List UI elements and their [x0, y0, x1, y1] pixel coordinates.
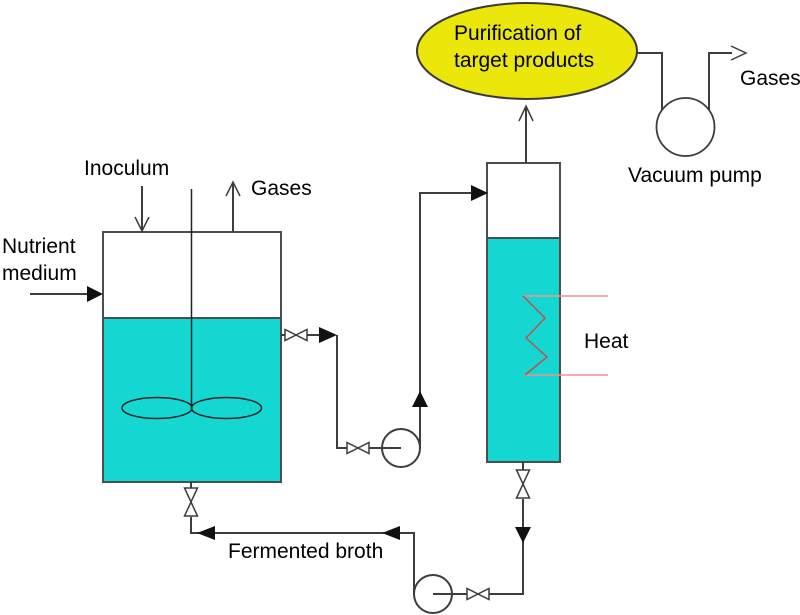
- column-liquid: [486, 237, 561, 463]
- pipe-broth-return: [190, 482, 415, 594]
- valve-transfer-pump-inlet: [346, 441, 370, 455]
- pipe-fermenter-to-pump: [281, 334, 347, 449]
- arrow-broth-left-end: [197, 526, 215, 540]
- arrow-broth-left-mid: [382, 526, 400, 540]
- arrow-bottoms-down: [515, 527, 531, 543]
- fermenter-gases-label: Gases: [251, 177, 312, 200]
- valve-bottoms-pump-outlet: [466, 587, 490, 601]
- impeller-right-blade: [190, 396, 263, 420]
- purification-node: [416, 2, 638, 100]
- heat-coil: [522, 295, 549, 376]
- arrow-riser-up: [412, 391, 428, 407]
- arrow-to-purification: [518, 104, 534, 122]
- valve-fermenter-outlet: [284, 328, 308, 342]
- arrow-fermenter-outlet: [319, 327, 337, 343]
- arrow-gas-right: [730, 45, 748, 61]
- vacuum-pump-label: Vacuum pump: [628, 164, 762, 187]
- purification-label: Purification of target products: [454, 22, 595, 72]
- arrow-gas-up: [225, 180, 241, 197]
- inoculum-label: Inoculum: [84, 157, 170, 180]
- pipe-pump-to-column: [419, 192, 472, 448]
- heat-label: Heat: [584, 330, 629, 353]
- pipe-purification-to-vacuum-pump: [636, 52, 663, 115]
- arrow-inoculum-down: [134, 216, 150, 233]
- vacuum-pump-symbol: [655, 97, 716, 157]
- pipe-vacuum-pump-exhaust: [708, 52, 732, 115]
- valve-column-bottom: [515, 469, 531, 499]
- vacuum-gases-label: Gases: [740, 67, 800, 90]
- fermented-broth-label: Fermented broth: [228, 540, 384, 563]
- nutrient-medium-label: Nutrient medium: [2, 235, 77, 285]
- arrow-column-feed: [471, 185, 488, 201]
- valve-fermenter-drain: [183, 487, 199, 517]
- arrow-nutrient-in: [87, 286, 103, 302]
